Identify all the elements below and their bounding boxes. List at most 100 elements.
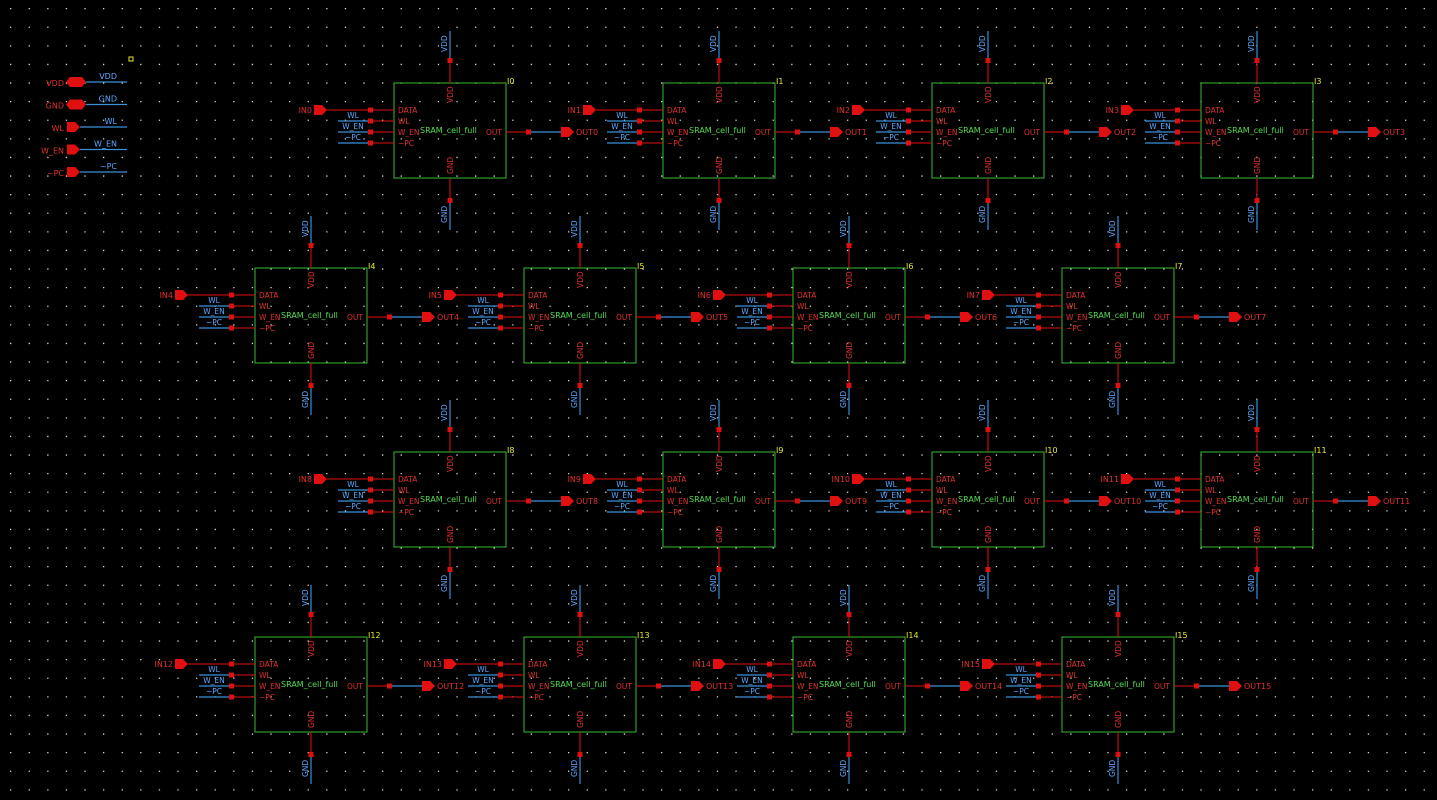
pin-terminal[interactable] <box>368 509 373 515</box>
pin-terminal[interactable] <box>1175 476 1180 482</box>
pin-terminal[interactable] <box>229 694 234 700</box>
pin-terminal[interactable] <box>906 140 911 146</box>
pin-terminal[interactable] <box>577 383 583 388</box>
pin-terminal[interactable] <box>1175 498 1180 504</box>
pin-terminal[interactable] <box>368 118 373 124</box>
sram-instance-i2[interactable]: I2SRAM_cell_fullDATAWLW_EN~PCIN2WLW_EN~P… <box>837 31 1137 230</box>
pin-terminal[interactable] <box>229 325 234 331</box>
input-pin-in4[interactable]: IN4 <box>160 290 188 300</box>
pin-terminal[interactable] <box>985 58 991 63</box>
pin-terminal[interactable] <box>577 243 583 248</box>
pin-terminal[interactable] <box>716 58 722 63</box>
pin-terminal[interactable] <box>906 498 911 504</box>
pin-terminal[interactable] <box>1036 661 1041 667</box>
pin-terminal[interactable] <box>368 476 373 482</box>
pin-terminal[interactable] <box>498 694 503 700</box>
pin-terminal[interactable] <box>1194 314 1199 320</box>
pin-terminal[interactable] <box>1115 752 1121 757</box>
sram-instance-i10[interactable]: I10SRAM_cell_fullDATAWLW_EN~PCIN10WLW_EN… <box>831 400 1141 599</box>
pin-terminal[interactable] <box>308 383 314 388</box>
pin-terminal[interactable] <box>637 509 642 515</box>
pin-terminal[interactable] <box>656 683 661 689</box>
pin-terminal[interactable] <box>1194 683 1199 689</box>
pin-terminal[interactable] <box>387 683 392 689</box>
pin-terminal[interactable] <box>1175 140 1180 146</box>
output-pin-out6[interactable]: OUT6 <box>960 312 997 322</box>
pin-terminal[interactable] <box>1036 694 1041 700</box>
pin-terminal[interactable] <box>498 672 503 678</box>
pin-terminal[interactable] <box>925 314 930 320</box>
pin-terminal[interactable] <box>767 672 772 678</box>
pin-terminal[interactable] <box>1064 498 1069 504</box>
output-pin-out8[interactable]: OUT8 <box>561 496 598 506</box>
pin-terminal[interactable] <box>716 567 722 572</box>
output-pin-out9[interactable]: OUT9 <box>830 496 867 506</box>
pin-terminal[interactable] <box>637 107 642 113</box>
pin-terminal[interactable] <box>767 694 772 700</box>
pin-terminal[interactable] <box>498 325 503 331</box>
pin-terminal[interactable] <box>795 129 800 135</box>
pin-terminal[interactable] <box>795 498 800 504</box>
pin-terminal[interactable] <box>368 498 373 504</box>
input-pin-in10[interactable]: IN10 <box>831 474 865 484</box>
pin-terminal[interactable] <box>637 487 642 493</box>
pin-terminal[interactable] <box>1175 118 1180 124</box>
pin-terminal[interactable] <box>498 683 503 689</box>
pin-terminal[interactable] <box>1254 58 1260 63</box>
sram-instance-i8[interactable]: I8SRAM_cell_fullDATAWLW_EN~PCIN8WLW_EN~P… <box>299 400 599 599</box>
pin-terminal[interactable] <box>767 314 772 320</box>
pin-terminal[interactable] <box>1115 612 1121 617</box>
pin-terminal[interactable] <box>577 752 583 757</box>
pin-terminal[interactable] <box>985 427 991 432</box>
output-pin-out1[interactable]: OUT1 <box>830 127 867 137</box>
pin-terminal[interactable] <box>368 107 373 113</box>
pin-terminal[interactable] <box>1064 129 1069 135</box>
pin-terminal[interactable] <box>846 243 852 248</box>
input-pin-in0[interactable]: IN0 <box>299 105 327 115</box>
pin-terminal[interactable] <box>498 303 503 309</box>
pin-terminal[interactable] <box>368 129 373 135</box>
selection-marker[interactable] <box>128 56 134 62</box>
pin-terminal[interactable] <box>308 612 314 617</box>
pin-terminal[interactable] <box>498 661 503 667</box>
pin-terminal[interactable] <box>1333 129 1338 135</box>
sram-instance-i9[interactable]: I9SRAM_cell_fullDATAWLW_EN~PCIN9WLW_EN~P… <box>568 400 868 599</box>
output-pin-out2[interactable]: OUT2 <box>1099 127 1136 137</box>
sram-instance-i4[interactable]: I4SRAM_cell_fullDATAWLW_EN~PCIN4WLW_EN~P… <box>160 216 460 415</box>
pin-terminal[interactable] <box>1254 427 1260 432</box>
pin-terminal[interactable] <box>767 325 772 331</box>
input-pin-in5[interactable]: IN5 <box>429 290 457 300</box>
pin-terminal[interactable] <box>637 129 642 135</box>
pin-terminal[interactable] <box>1036 314 1041 320</box>
pin-terminal[interactable] <box>229 661 234 667</box>
pin-terminal[interactable] <box>637 118 642 124</box>
input-pin-in2[interactable]: IN2 <box>837 105 865 115</box>
output-pin-out7[interactable]: OUT7 <box>1229 312 1266 322</box>
pin-terminal[interactable] <box>1175 509 1180 515</box>
sram-instance-i13[interactable]: I13SRAM_cell_fullDATAWLW_EN~PCIN13WLW_EN… <box>423 585 733 784</box>
pin-terminal[interactable] <box>1036 303 1041 309</box>
input-pin-in6[interactable]: IN6 <box>698 290 726 300</box>
sram-instance-i14[interactable]: I14SRAM_cell_fullDATAWLW_EN~PCIN14WLW_EN… <box>692 585 1002 784</box>
pin-terminal[interactable] <box>498 314 503 320</box>
pin-terminal[interactable] <box>637 140 642 146</box>
input-pin-in12[interactable]: IN12 <box>154 659 188 669</box>
pin-terminal[interactable] <box>716 198 722 203</box>
pin-terminal[interactable] <box>1333 498 1338 504</box>
output-pin-out0[interactable]: OUT0 <box>561 127 598 137</box>
output-pin-out13[interactable]: OUT13 <box>691 681 733 691</box>
pin-terminal[interactable] <box>1254 198 1260 203</box>
pin-terminal[interactable] <box>906 476 911 482</box>
pin-terminal[interactable] <box>447 198 453 203</box>
pin-terminal[interactable] <box>637 498 642 504</box>
input-pin-in1[interactable]: IN1 <box>568 105 596 115</box>
pin-terminal[interactable] <box>229 303 234 309</box>
output-pin-out5[interactable]: OUT5 <box>691 312 728 322</box>
pin-terminal[interactable] <box>985 567 991 572</box>
pin-terminal[interactable] <box>637 476 642 482</box>
pin-terminal[interactable] <box>1036 683 1041 689</box>
pin-terminal[interactable] <box>716 427 722 432</box>
pin-terminal[interactable] <box>526 129 531 135</box>
pin-terminal[interactable] <box>447 567 453 572</box>
